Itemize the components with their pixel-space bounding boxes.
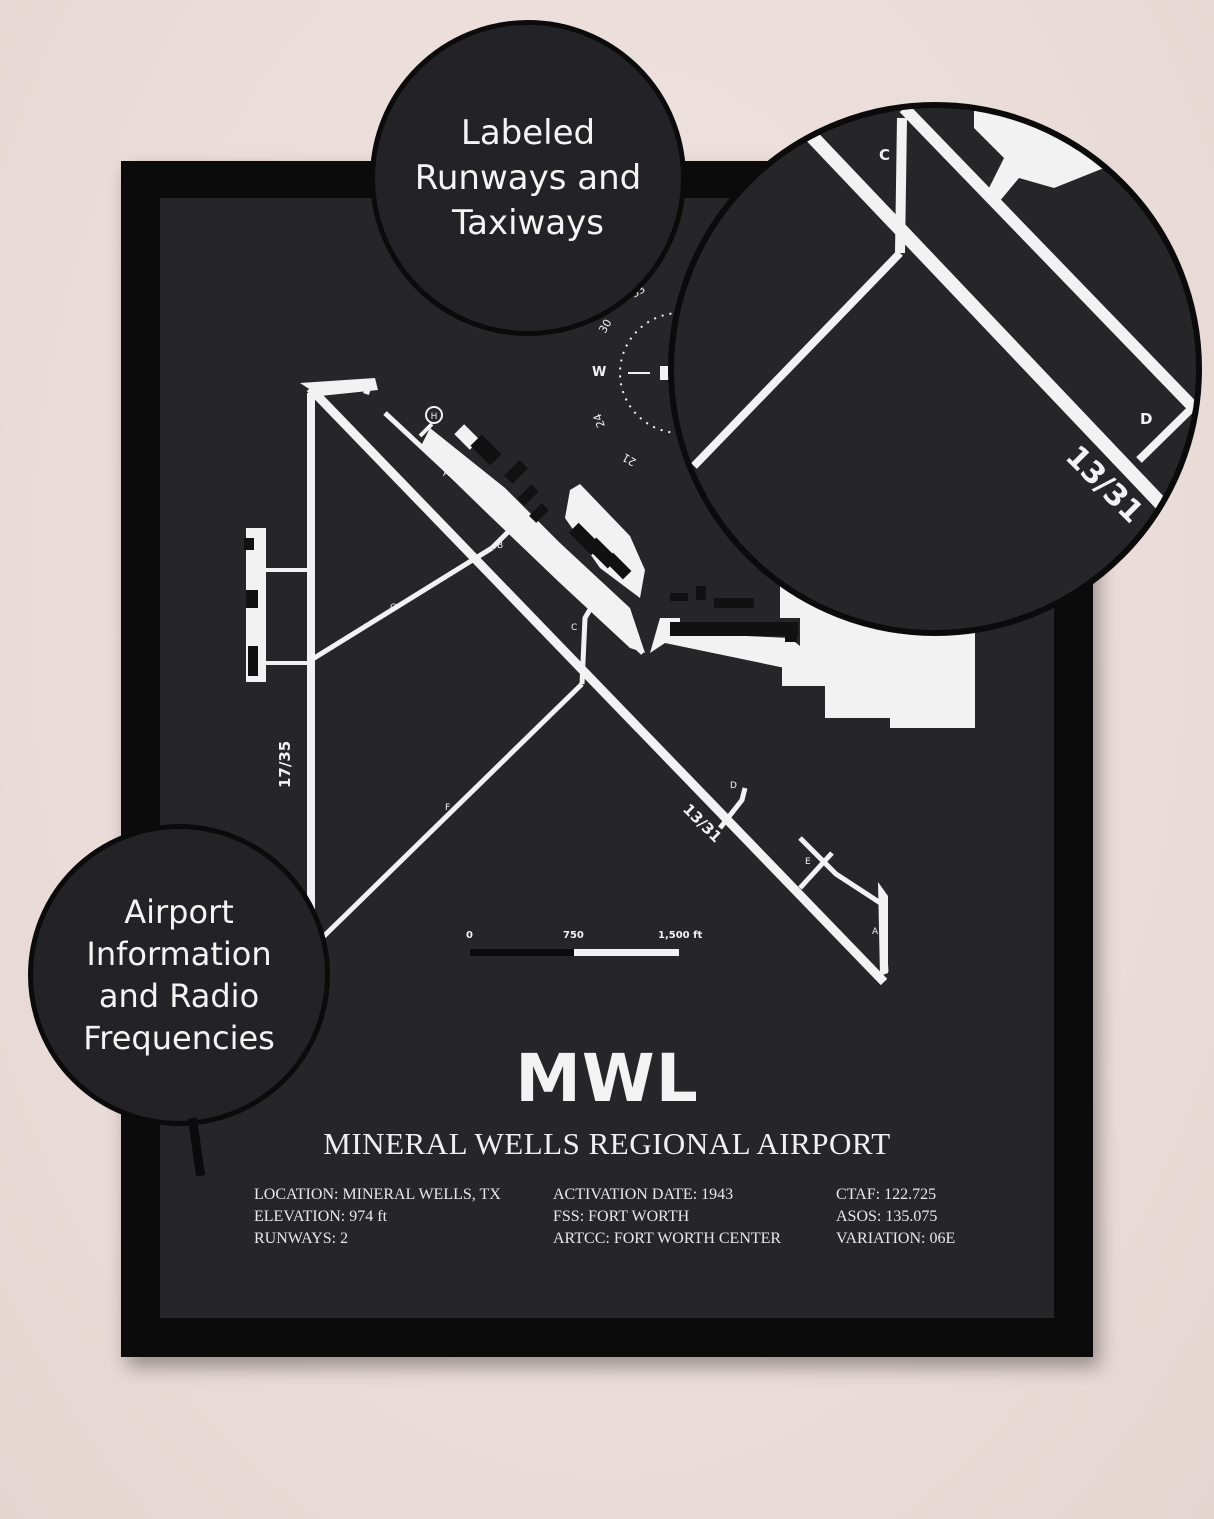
west-apron [244, 528, 311, 682]
taxiway-label-a: A [443, 469, 450, 479]
scale-label-1500: 1,500 ft [658, 930, 702, 941]
taxiway-b [490, 526, 514, 550]
callout-line: Airport [124, 893, 234, 931]
info-elevation: ELEVATION: 974 ft [254, 1208, 388, 1225]
info-column-location: LOCATION: MINERAL WELLS, TX ELEVATION: 9… [254, 1184, 501, 1250]
callout-line: Information [86, 935, 272, 973]
callout-line: Runways and [414, 157, 642, 198]
runway-13-31 [306, 381, 888, 986]
info-column-radio: CTAF: 122.725 ASOS: 135.075 VARIATION: 0… [836, 1184, 955, 1250]
taxiway-e [798, 851, 834, 890]
info-activation-date: ACTIVATION DATE: 1943 [553, 1186, 734, 1203]
callout-airport-info: Airport Information and Radio Frequencie… [28, 824, 330, 1126]
info-asos: ASOS: 135.075 [836, 1208, 938, 1225]
scale-label-750: 750 [563, 930, 584, 941]
callout-line: Labeled [460, 112, 596, 153]
helipad: H [418, 406, 443, 438]
info-fss: FSS: FORT WORTH [553, 1208, 690, 1225]
helipad-label: H [431, 412, 438, 422]
taxiway-g [309, 545, 494, 663]
callout-runways-taxiways: Labeled Runways and Taxiways [370, 20, 686, 336]
compass-label-24: 24 [591, 412, 608, 430]
info-artcc: ARTCC: FORT WORTH CENTER [553, 1230, 782, 1247]
info-variation: VARIATION: 06E [836, 1230, 956, 1247]
taxiway-label-b: B [497, 541, 503, 551]
taxiway-f [318, 682, 584, 942]
compass-label-w: W [592, 365, 606, 380]
hangar-buildings [454, 424, 754, 608]
callout-line: and Radio [98, 977, 260, 1015]
taxiway-label-e: E [805, 857, 811, 867]
airport-poster: H W [160, 198, 1054, 1318]
runway-label-17-35: 17/35 [276, 741, 294, 788]
taxiway-label-f: F [445, 803, 450, 813]
zoom-lens: C D 13/31 [668, 102, 1202, 636]
airport-name: MINERAL WELLS REGIONAL AIRPORT [323, 1126, 891, 1161]
callout-line: Taxiways [451, 202, 604, 243]
info-ctaf: CTAF: 122.725 [836, 1186, 937, 1203]
scale-label-0: 0 [466, 930, 473, 941]
runway-31-end [878, 882, 888, 976]
callout-line: Frequencies [83, 1019, 275, 1057]
taxiway-d [718, 787, 748, 830]
taxiway-label-g: G [390, 603, 397, 613]
zoomed-runway-detail: C D 13/31 [691, 108, 1196, 533]
info-location: LOCATION: MINERAL WELLS, TX [254, 1186, 501, 1203]
info-column-activation: ACTIVATION DATE: 1943 FSS: FORT WORTH AR… [553, 1184, 781, 1250]
compass-label-21: 21 [620, 450, 639, 468]
compass-label-30: 30 [596, 317, 614, 336]
info-runways: RUNWAYS: 2 [254, 1230, 349, 1247]
scale-bar: 0 750 1,500 ft [466, 930, 702, 956]
airport-code: MWL [515, 1040, 699, 1117]
zoom-label-d: D [1140, 410, 1152, 428]
taxiway-label-c: C [571, 623, 577, 633]
apron [420, 428, 645, 653]
zoom-label-c: C [879, 146, 890, 164]
taxiway-c [579, 604, 595, 685]
taxiway-label-a-south: A [872, 927, 879, 937]
taxiway-label-d: D [730, 781, 737, 791]
